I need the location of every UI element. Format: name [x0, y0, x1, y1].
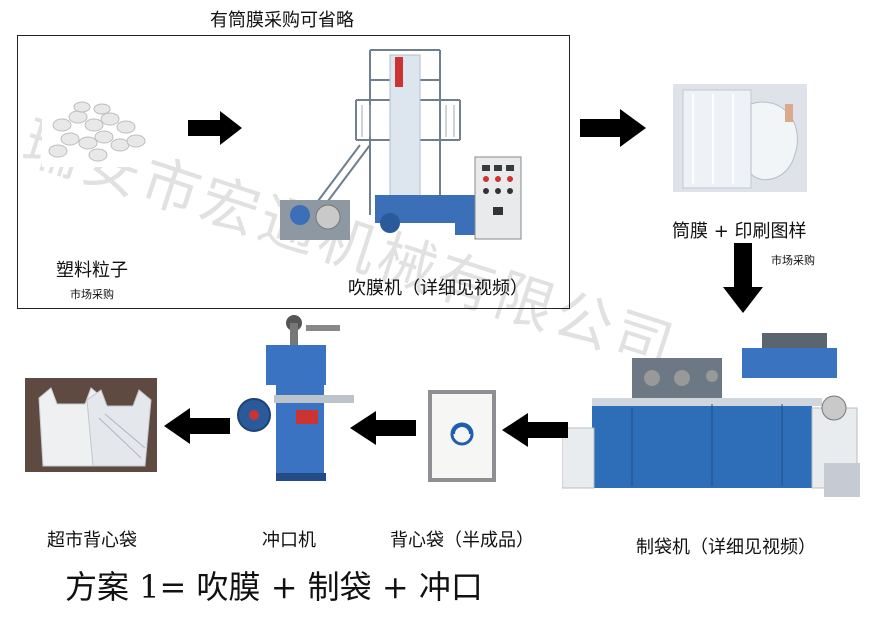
- supermarket-bag-label: 超市背心袋: [47, 530, 137, 551]
- arrow-down-icon: [723, 243, 763, 313]
- blown-film-machine-label: 吹膜机（详细见视频）: [348, 278, 528, 299]
- formula-text: 方案 1= 吹膜 + 制袋 + 冲口: [65, 568, 483, 606]
- bag-making-machine-image: [562, 328, 862, 498]
- vest-bag-semi-image: [428, 390, 496, 482]
- arrow-right-icon: [580, 109, 646, 147]
- pellets-label: 塑料粒子: [56, 260, 128, 281]
- tube-film-sub-label: 市场采购: [771, 254, 815, 267]
- top-label: 有筒膜采购可省略: [210, 10, 354, 31]
- arrow-right-icon: [188, 111, 242, 145]
- arrow-left-icon: [350, 411, 416, 445]
- punch-machine-label: 冲口机: [262, 530, 316, 551]
- tube-film-image: [673, 84, 807, 192]
- supermarket-bag-image: [25, 378, 157, 472]
- tube-film-label: 筒膜 + 印刷图样: [672, 221, 807, 242]
- film-blowing-frame: [17, 35, 570, 309]
- arrow-left-icon: [502, 413, 568, 447]
- pellets-sub-label: 市场采购: [70, 288, 114, 301]
- arrow-left-icon: [164, 408, 230, 444]
- blown-film-machine-image: [270, 45, 530, 250]
- vest-bag-semi-label: 背心袋（半成品）: [390, 530, 534, 551]
- punch-machine-image: [236, 315, 356, 485]
- bag-making-machine-label: 制袋机（详细见视频）: [636, 537, 816, 558]
- plastic-pellets-image: [42, 95, 150, 167]
